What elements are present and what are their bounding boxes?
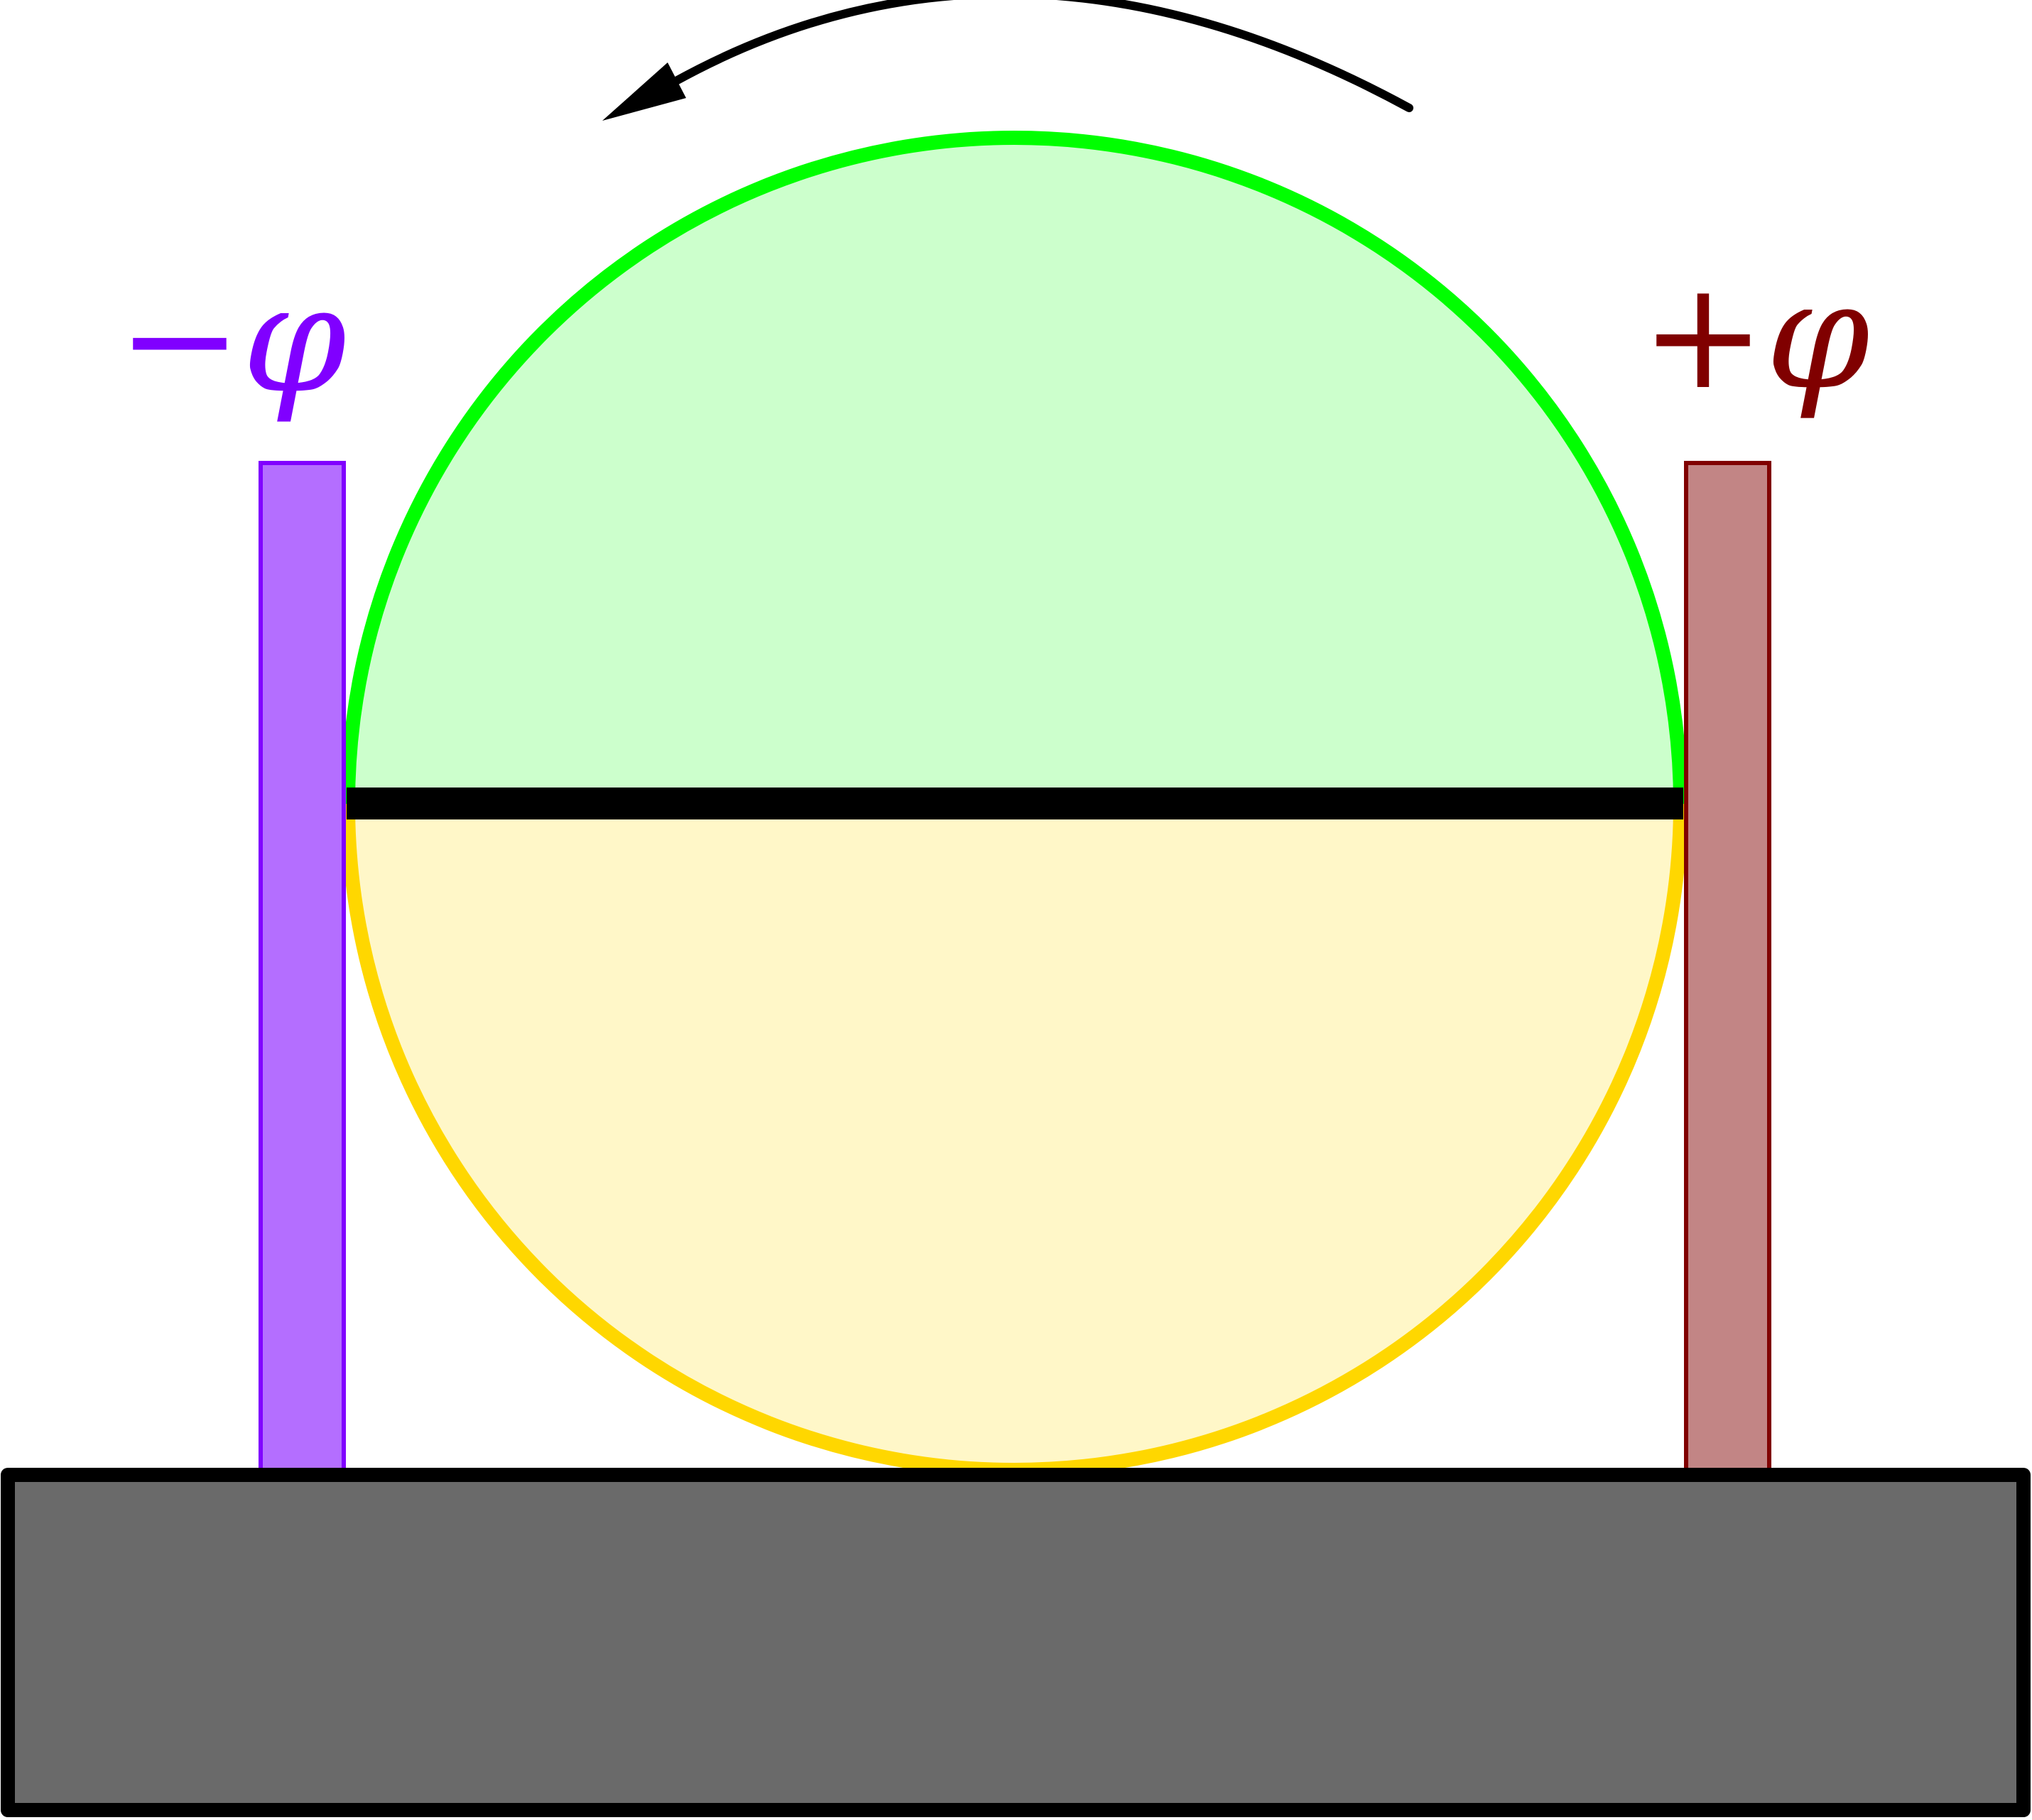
disk-upper-rim (341, 131, 1688, 805)
right-electrode (1684, 461, 1771, 1477)
right-potential-label: +φ (1641, 249, 1870, 423)
disk-lower-half (348, 804, 1680, 1470)
left-potential-label: −φ (117, 252, 347, 426)
disk-divider-bar (347, 788, 1683, 819)
left-electrode (259, 461, 346, 1477)
disk-upper-half (348, 138, 1680, 804)
base-block (1, 1468, 2031, 1817)
counterclockwise-arrow-icon (602, 0, 1413, 121)
